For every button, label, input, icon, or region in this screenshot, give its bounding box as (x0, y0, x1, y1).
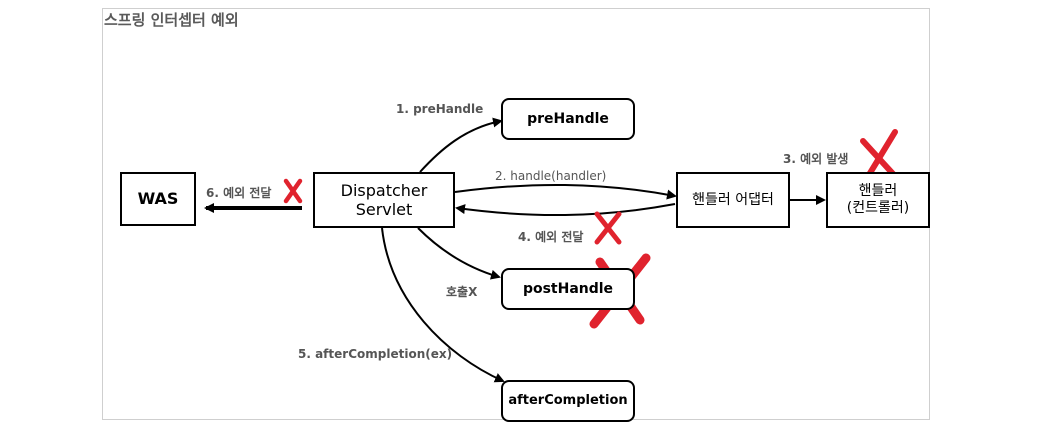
prehandle-node: preHandle (501, 98, 635, 140)
label-step1: 1. preHandle (396, 102, 484, 116)
label-step2: 2. handle(handler) (495, 169, 607, 183)
posthandle-node: postHandle (501, 268, 635, 310)
label-not-called: 호출X (446, 285, 478, 299)
cross-icon-adapter-return (594, 211, 622, 245)
arrow-posthandle (417, 227, 501, 280)
was-node: WAS (120, 172, 196, 226)
arrow-exception-return (455, 203, 676, 217)
prehandle-label: preHandle (527, 110, 609, 127)
label-step5: 5. afterCompletion(ex) (298, 347, 453, 361)
label-step6: 6. 예외 전달 (206, 186, 272, 200)
diagram-title: 스프링 인터셉터 예외 (104, 11, 239, 29)
handler-adapter-node: 핸들러 어댑터 (676, 172, 790, 228)
dispatcher-label-line1: Dispatcher (340, 180, 428, 200)
handler-node: 핸들러 (컨트롤러) (826, 172, 930, 228)
handler-label-line2: (컨트롤러) (846, 200, 910, 216)
label-step4: 4. 예외 전달 (518, 230, 584, 244)
was-label: WAS (137, 189, 179, 209)
aftercompletion-node: afterCompletion (501, 380, 635, 422)
cross-icon-was (283, 178, 303, 204)
arrow-aftercompletion (381, 227, 505, 383)
cross-icon-handler (860, 129, 898, 181)
label-step3: 3. 예외 발생 (783, 152, 849, 166)
handler-label-line1: 핸들러 (858, 183, 898, 200)
handler-adapter-label: 핸들러 어댑터 (692, 191, 774, 208)
posthandle-label: postHandle (522, 280, 614, 297)
aftercompletion-label: afterCompletion (508, 393, 628, 409)
arrow-handle (454, 183, 677, 200)
arrow-prehandle (419, 117, 503, 173)
dispatcher-servlet-node: Dispatcher Servlet (313, 172, 455, 228)
dispatcher-label-line2: Servlet (355, 200, 413, 219)
